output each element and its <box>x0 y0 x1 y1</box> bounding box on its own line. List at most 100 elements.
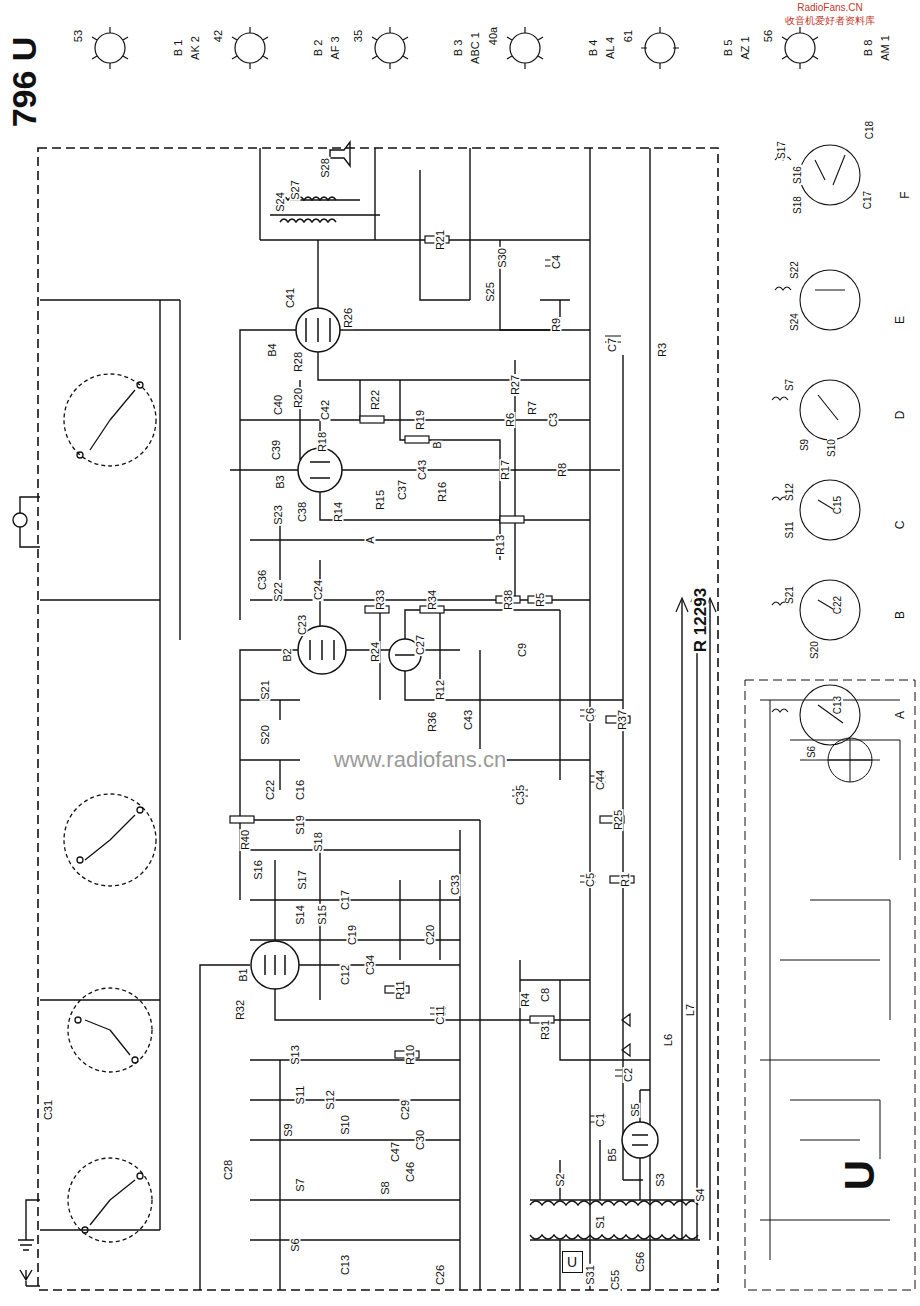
part-label: S17 <box>297 869 308 891</box>
part-label: S9 <box>283 1122 294 1137</box>
part-label: R32 <box>235 999 246 1021</box>
coil-diagrams <box>815 155 845 723</box>
wiring <box>18 1200 40 1286</box>
tube-base-diagrams <box>645 33 675 63</box>
part-label: C23 <box>297 614 308 636</box>
tube-base-label: B 2 <box>313 39 324 58</box>
inset-wiring <box>828 738 872 782</box>
part-label: C55 <box>610 1269 621 1291</box>
switches <box>77 857 83 863</box>
part-label: C12 <box>340 964 351 986</box>
tube-base-label: 56 <box>763 29 774 43</box>
tube-base-diagrams <box>375 33 405 63</box>
part-label: C33 <box>450 874 461 896</box>
tube-base-diagrams <box>92 27 128 69</box>
part-label: S24 <box>275 191 286 213</box>
coil-diagram-label: S10 <box>827 438 837 458</box>
part-label: C6 <box>585 707 596 723</box>
tube-base-label: AM 1 <box>880 34 891 62</box>
coil-diagrams <box>772 157 791 712</box>
coil-diagram-label: C13 <box>833 695 843 715</box>
tube-base-label: B 3 <box>453 39 464 58</box>
part-label: B1 <box>238 967 249 982</box>
switches <box>64 374 156 1242</box>
part-label: S28 <box>320 157 331 179</box>
part-label: S11 <box>295 1085 306 1106</box>
coil-diagram-label: S11 <box>785 520 795 539</box>
part-label: R1 <box>620 872 631 888</box>
tube-base-diagrams <box>507 27 543 69</box>
wiring <box>280 219 336 222</box>
part-label: C11 <box>435 1004 446 1025</box>
part-label: R28 <box>293 351 304 373</box>
coil-diagram-label: S17 <box>777 140 787 160</box>
coil-diagrams <box>800 685 860 745</box>
part-label: B <box>432 440 443 449</box>
tubes <box>251 308 658 1158</box>
inset-label: U <box>839 1159 881 1191</box>
part-label: R27 <box>510 374 521 396</box>
part-label: C37 <box>397 479 408 501</box>
switches <box>137 382 143 388</box>
part-label: R4 <box>520 992 531 1008</box>
coil-diagram-label: C15 <box>833 495 843 515</box>
part-label: B5 <box>607 1147 618 1162</box>
coil-diagram-label: S20 <box>810 640 820 660</box>
resistors-capacitors <box>622 1014 630 1056</box>
part-label: S5 <box>630 1102 641 1117</box>
coil-diagrams <box>800 480 860 540</box>
part-label: C40 <box>273 394 284 416</box>
wiring <box>530 1201 698 1205</box>
part-label: S30 <box>497 247 508 269</box>
watermark: RadioFans.CN <box>796 3 864 13</box>
part-label: C31 <box>43 1099 54 1121</box>
part-label: C56 <box>635 1251 646 1273</box>
tube-base-label: B 5 <box>723 39 734 58</box>
part-label: C47 <box>390 1141 401 1163</box>
part-label: C13 <box>340 1254 351 1276</box>
part-label: S14 <box>295 904 306 926</box>
tube-base-label: 35 <box>353 29 364 43</box>
part-label: A <box>365 535 376 544</box>
tube-base-label: ABC 1 <box>470 31 481 65</box>
wiring <box>240 700 480 1290</box>
tube-base-diagrams <box>782 27 818 69</box>
coil-diagram-label: E <box>894 315 906 325</box>
chassis-border <box>38 148 915 1290</box>
part-label: S6 <box>290 1237 301 1252</box>
coil-diagram-label: C17 <box>863 190 873 210</box>
tube-base-label: B 1 <box>173 39 184 58</box>
box-text: U <box>567 1255 577 1269</box>
part-label: R24 <box>370 641 381 663</box>
part-label: R17 <box>500 459 511 481</box>
part-label: S16 <box>253 859 264 881</box>
part-label: S27 <box>290 179 301 201</box>
part-label: R19 <box>415 409 426 431</box>
wiring <box>240 360 590 600</box>
drawing-number: R 12293 <box>692 587 709 653</box>
tubes <box>265 318 648 1145</box>
part-label: S22 <box>273 581 284 603</box>
diagram-title: 796 U <box>7 36 41 129</box>
part-label: R36 <box>427 711 438 733</box>
tube-base-diagrams <box>92 27 818 69</box>
resistors-capacitors <box>430 260 631 1122</box>
coil-diagram-label: F <box>899 190 911 199</box>
chassis-border <box>38 148 718 1290</box>
tube-base-label: AL 4 <box>605 36 616 60</box>
part-label: R38 <box>503 589 514 611</box>
part-label: S15 <box>317 904 328 926</box>
wiring <box>260 148 590 240</box>
part-label: R33 <box>375 589 386 611</box>
resistors-capacitors <box>405 436 429 443</box>
tubes <box>622 1122 658 1158</box>
part-label: S18 <box>313 831 324 853</box>
wiring <box>530 1235 698 1239</box>
part-label: R15 <box>375 489 386 511</box>
tube-base-label: B 4 <box>588 39 599 58</box>
wiring <box>40 300 180 1230</box>
part-label: R31 <box>540 1019 551 1041</box>
wiring <box>20 497 40 547</box>
